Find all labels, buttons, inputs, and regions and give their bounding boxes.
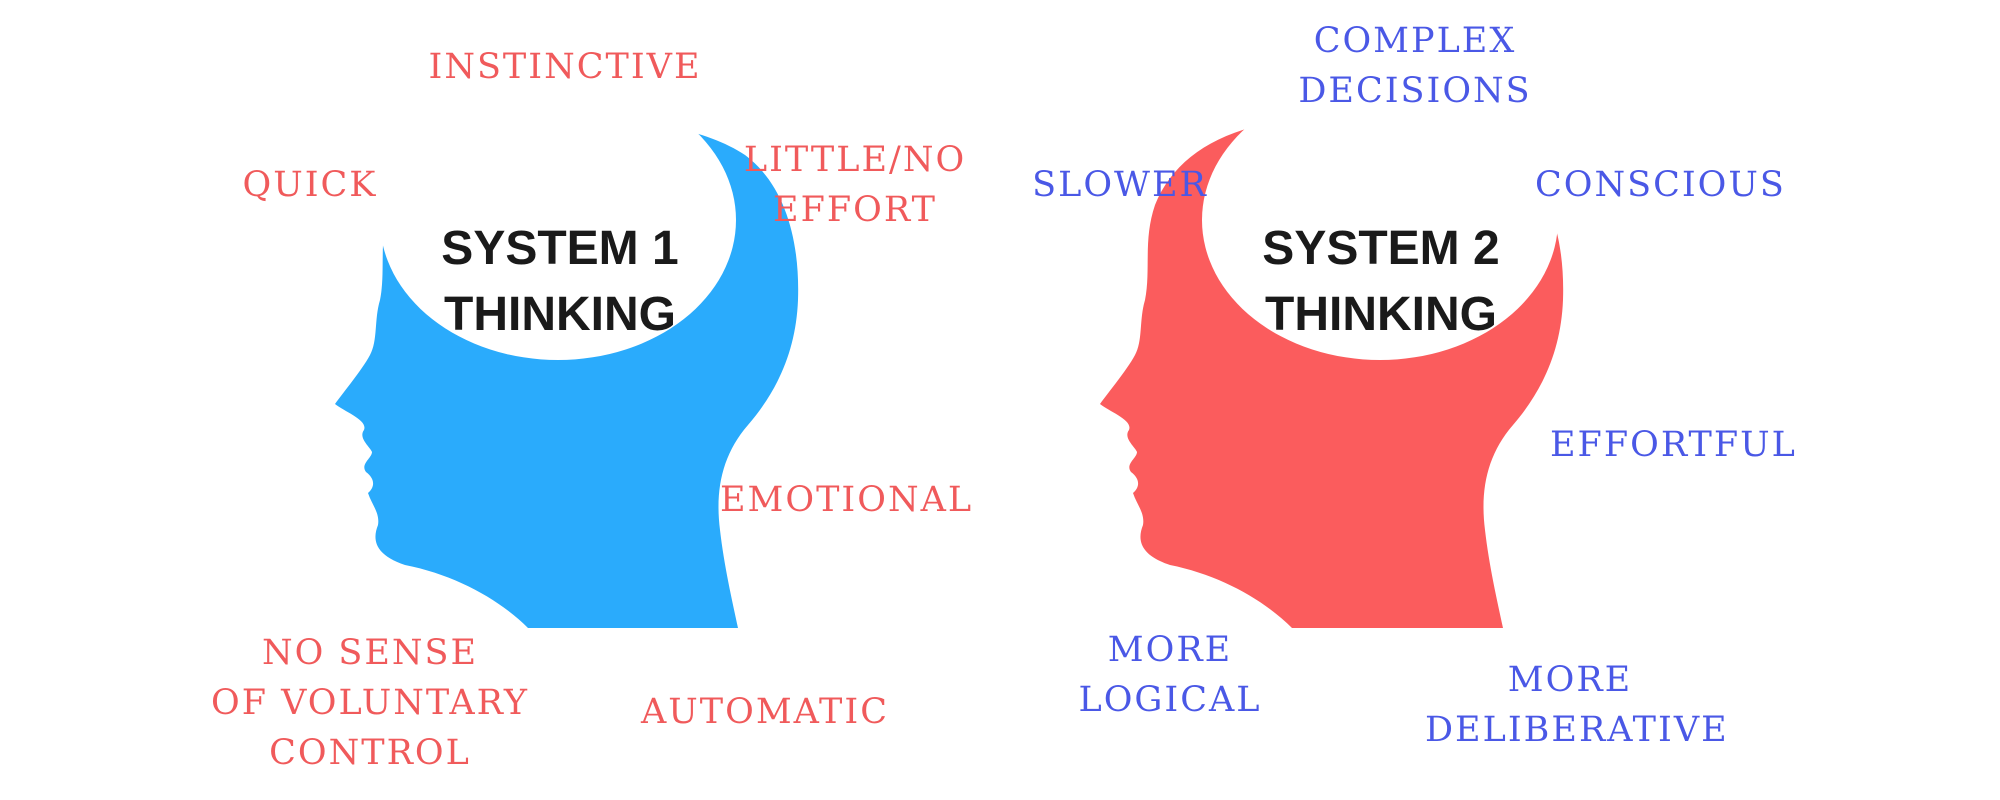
system1-title: SYSTEM 1 THINKING xyxy=(441,222,679,341)
trait-emotional: EMOTIONAL xyxy=(720,480,974,520)
trait-conscious: CONSCIOUS xyxy=(1535,165,1786,205)
trait-quick: QUICK xyxy=(242,165,378,205)
trait-instinctive: INSTINCTIVE xyxy=(428,47,702,87)
trait-effortful: EFFORTFUL xyxy=(1550,425,1797,465)
system2-brain-ellipse xyxy=(1202,80,1558,360)
trait-more-logical: MORE LOGICAL xyxy=(1078,630,1262,720)
trait-automatic: AUTOMATIC xyxy=(641,692,889,732)
trait-no-sense-of-voluntary-control: NO SENSE OF VOLUNTARY CONTROL xyxy=(211,633,529,773)
trait-more-deliberative: MORE DELIBERATIVE xyxy=(1425,660,1729,750)
system1-brain-ellipse xyxy=(380,80,736,360)
trait-complex-decisions: COMPLEX DECISIONS xyxy=(1298,21,1532,111)
trait-little-no-effort: LITTLE/NO EFFORT xyxy=(743,140,967,230)
system2-title: SYSTEM 2 THINKING xyxy=(1262,222,1500,341)
trait-slower: SLOWER xyxy=(1032,165,1208,205)
